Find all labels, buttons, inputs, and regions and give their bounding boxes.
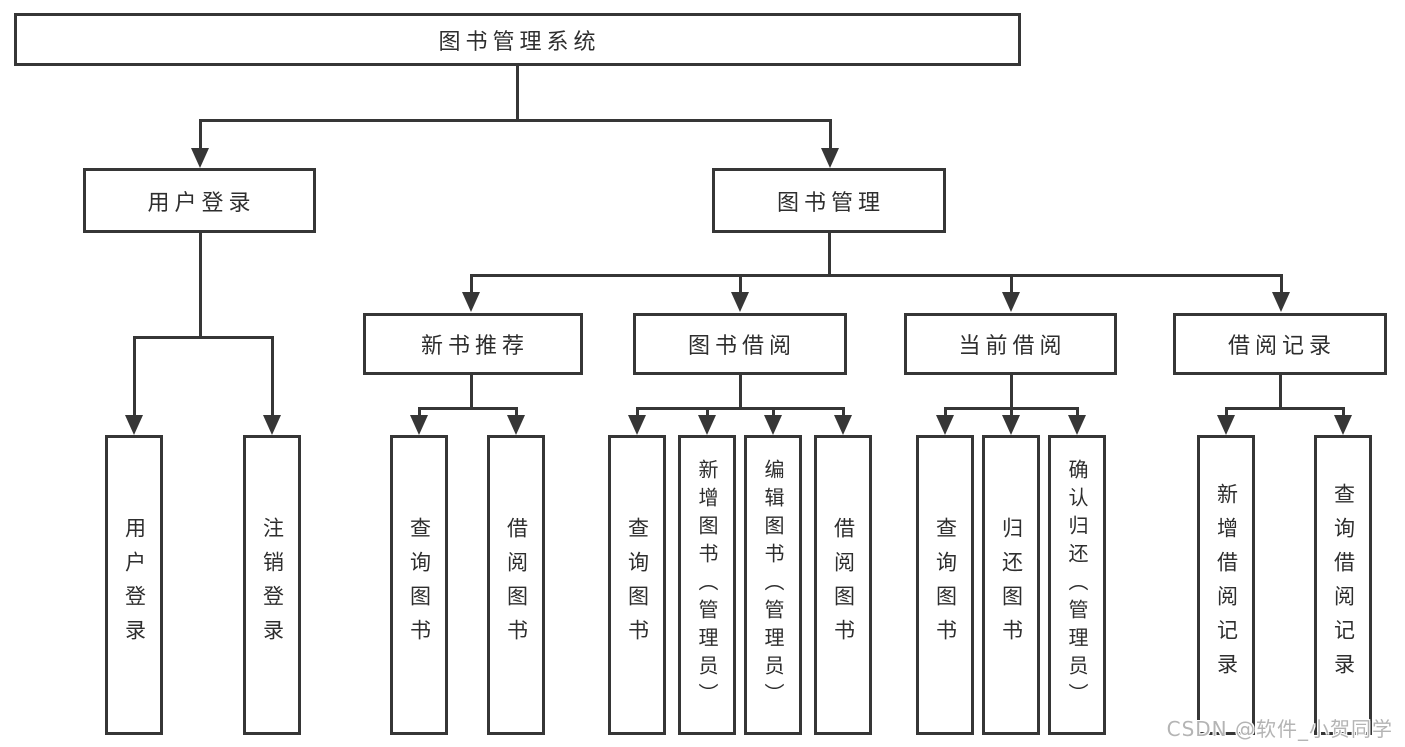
- arrowhead-leaf: [936, 415, 954, 435]
- node-new-book-recommendation-label: 新书推荐: [420, 334, 529, 359]
- connector-drop-leaf: [706, 407, 709, 417]
- leaf-borrow-add-books-admin-label: 新增图书（管理员）: [695, 459, 719, 711]
- leaf-borrow-edit-books-admin-label: 编辑图书（管理员）: [761, 459, 785, 711]
- arrowhead-leaf: [628, 415, 646, 435]
- leaf-borrow-query-books-label: 查询图书: [625, 517, 650, 653]
- leaf-recommend-query-books: 查询图书: [390, 435, 448, 735]
- connector-drop-user-login: [199, 119, 202, 150]
- connector-drop-level3: [1280, 274, 1283, 294]
- leaf-user-login: 用户登录: [105, 435, 163, 735]
- leaf-current-return-books-label: 归还图书: [999, 517, 1024, 653]
- leaf-records-query-record: 查询借阅记录: [1314, 435, 1372, 735]
- leaf-borrow-borrow-books-label: 借阅图书: [831, 517, 856, 653]
- leaf-user-login-label: 用户登录: [122, 517, 147, 653]
- arrowhead-leaf: [1068, 415, 1086, 435]
- connector-drop-leaf: [271, 336, 274, 417]
- arrowhead-leaf: [125, 415, 143, 435]
- arrowhead-level3: [731, 292, 749, 312]
- node-book-borrowing: 图书借阅: [633, 313, 847, 375]
- arrowhead-level3: [1002, 292, 1020, 312]
- arrowhead-leaf: [410, 415, 428, 435]
- connector-drop-leaf: [1010, 407, 1013, 417]
- leaf-records-add-record-label: 新增借阅记录: [1214, 483, 1239, 687]
- leaf-recommend-borrow-books: 借阅图书: [487, 435, 545, 735]
- leaf-current-return-books: 归还图书: [982, 435, 1040, 735]
- connector-records-bus: [1225, 407, 1345, 410]
- arrowhead-leaf: [1334, 415, 1352, 435]
- connector-user-login-bus: [133, 336, 274, 339]
- leaf-logout-label: 注销登录: [260, 517, 285, 653]
- node-root: 图书管理系统: [14, 13, 1021, 66]
- leaf-records-query-record-label: 查询借阅记录: [1331, 483, 1356, 687]
- connector-borrow-stem: [739, 375, 742, 407]
- leaf-borrow-add-books-admin: 新增图书（管理员）: [678, 435, 736, 735]
- arrowhead-leaf: [764, 415, 782, 435]
- connector-recommend-bus: [418, 407, 518, 410]
- leaf-recommend-borrow-books-label: 借阅图书: [504, 517, 529, 653]
- leaf-borrow-edit-books-admin: 编辑图书（管理员）: [744, 435, 802, 735]
- leaf-current-confirm-return-admin: 确认归还（管理员）: [1048, 435, 1106, 735]
- connector-drop-leaf: [1342, 407, 1345, 417]
- connector-drop-book-management: [829, 119, 832, 150]
- node-new-book-recommendation: 新书推荐: [363, 313, 583, 375]
- arrowhead-leaf: [1217, 415, 1235, 435]
- connector-drop-level3: [470, 274, 473, 294]
- node-book-borrowing-label: 图书借阅: [687, 334, 796, 359]
- connector-drop-leaf: [418, 407, 421, 417]
- connector-drop-leaf: [1076, 407, 1079, 417]
- connector-current-stem: [1010, 375, 1013, 407]
- node-user-login-label: 用户登录: [147, 190, 256, 216]
- arrowhead-level3: [462, 292, 480, 312]
- leaf-logout: 注销登录: [243, 435, 301, 735]
- node-borrowing-records-label: 借阅记录: [1227, 334, 1336, 359]
- connector-user-login-stem: [199, 232, 202, 336]
- connector-drop-leaf: [944, 407, 947, 417]
- leaf-recommend-query-books-label: 查询图书: [407, 517, 432, 653]
- arrowhead-leaf: [834, 415, 852, 435]
- connector-drop-leaf: [515, 407, 518, 417]
- connector-drop-leaf: [133, 336, 136, 417]
- arrowhead-user-login: [191, 148, 209, 168]
- csdn-watermark: CSDN @软件_小贺同学: [1166, 717, 1393, 741]
- node-current-borrowing-label: 当前借阅: [958, 334, 1067, 359]
- node-book-management-label: 图书管理: [776, 190, 885, 216]
- arrowhead-leaf: [698, 415, 716, 435]
- node-user-login: 用户登录: [83, 168, 316, 233]
- connector-records-stem: [1279, 375, 1282, 407]
- connector-book-management-stem: [828, 233, 831, 274]
- connector-recommend-stem: [470, 375, 473, 407]
- leaf-current-query-books: 查询图书: [916, 435, 974, 735]
- connector-level3-bus: [470, 274, 1282, 277]
- connector-drop-leaf: [772, 407, 775, 417]
- connector-root-stem: [516, 65, 519, 119]
- leaf-current-confirm-return-admin-label: 确认归还（管理员）: [1065, 459, 1089, 711]
- connector-level2-bus: [199, 119, 832, 122]
- connector-drop-leaf: [1225, 407, 1228, 417]
- arrowhead-leaf: [263, 415, 281, 435]
- node-borrowing-records: 借阅记录: [1173, 313, 1387, 375]
- arrowhead-level3: [1272, 292, 1290, 312]
- node-book-management: 图书管理: [712, 168, 946, 233]
- connector-borrow-bus: [636, 407, 844, 410]
- node-current-borrowing: 当前借阅: [904, 313, 1117, 375]
- leaf-records-add-record: 新增借阅记录: [1197, 435, 1255, 735]
- connector-drop-level3: [739, 274, 742, 294]
- arrowhead-book-management: [821, 148, 839, 168]
- arrowhead-leaf: [1002, 415, 1020, 435]
- connector-drop-leaf: [636, 407, 639, 417]
- leaf-current-query-books-label: 查询图书: [933, 517, 958, 653]
- leaf-borrow-query-books: 查询图书: [608, 435, 666, 735]
- connector-drop-level3: [1010, 274, 1013, 294]
- connector-drop-leaf: [842, 407, 845, 417]
- leaf-borrow-borrow-books: 借阅图书: [814, 435, 872, 735]
- arrowhead-leaf: [507, 415, 525, 435]
- node-root-label: 图书管理系统: [438, 29, 601, 55]
